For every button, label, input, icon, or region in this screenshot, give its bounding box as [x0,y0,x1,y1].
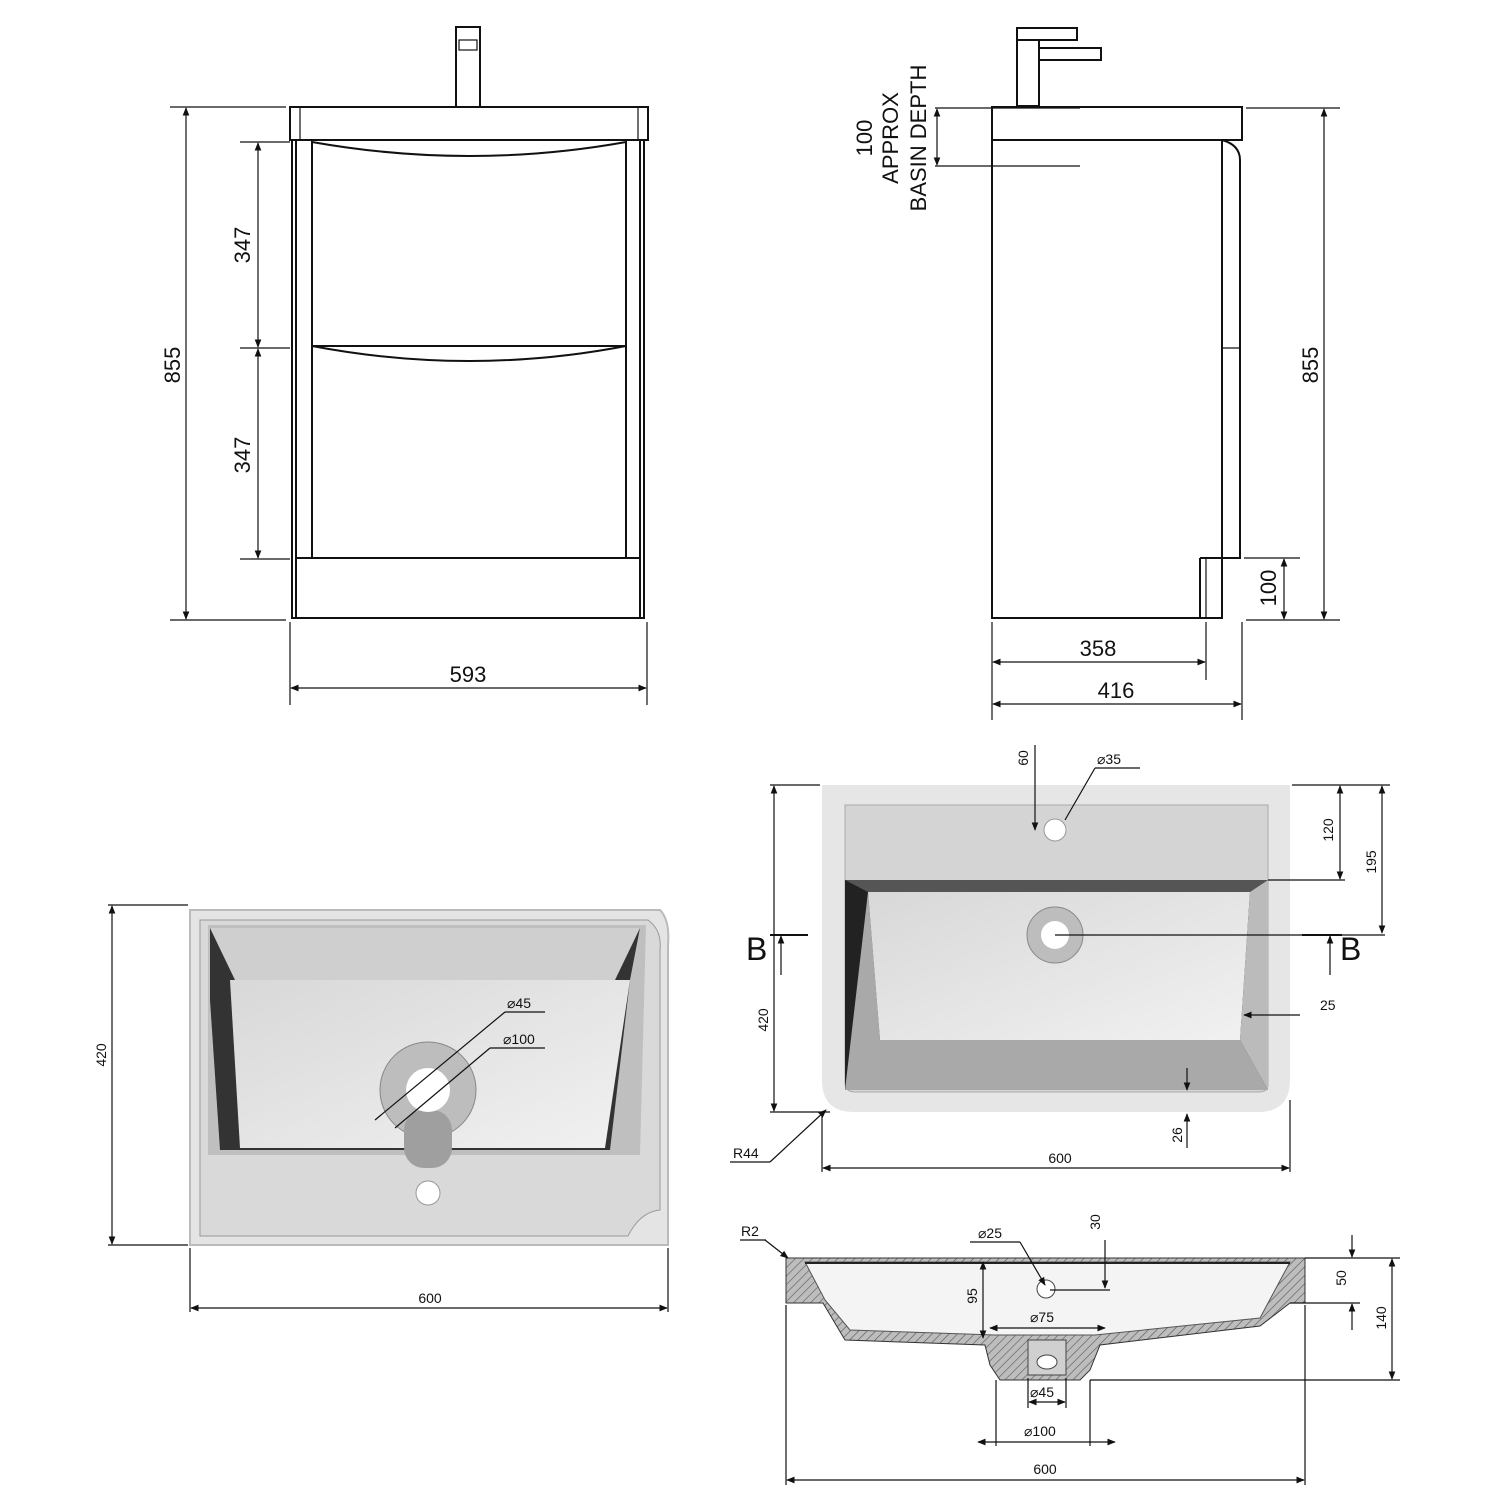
basin-top [289,106,649,141]
plan-front-rim: 26 [1169,1127,1185,1143]
section-bowl-depth: 95 [964,1288,980,1304]
section-overflow [1036,1279,1056,1299]
side-depth-inner-label: 358 [1080,636,1117,661]
side-plinth-label: 100 [1256,570,1281,607]
front-width-label: 593 [450,662,487,687]
basin-plan: 60 ⌀35 120 195 B B 25 420 26 R44 [730,745,1390,1172]
section-waste-bottom: ⌀45 [1030,1384,1054,1400]
front-view: 855 347 347 593 [160,26,649,705]
perspective-waste-small: ⌀45 [507,995,531,1011]
section-width: 600 [1033,1461,1057,1477]
basin-depth-value: 100 [852,120,877,157]
perspective-depth-label: 420 [93,1043,109,1067]
side-view: 100 APPROX BASIN DEPTH 855 100 358 416 [852,27,1340,720]
plan-radius: R44 [733,1145,759,1161]
plan-width: 600 [1048,1150,1072,1166]
drawer-lower [311,344,627,559]
waste-inner [406,1068,450,1112]
basin-depth-words: BASIN DEPTH [906,65,931,212]
plan-deck-to-waste: 195 [1363,850,1379,874]
basin-perspective: ⌀45 ⌀100 420 600 [93,904,670,1312]
side-depth-total-label: 416 [1098,678,1135,703]
perspective-width-label: 600 [418,1290,442,1306]
cabinet-body [291,139,645,619]
section-bowl [804,1261,1291,1336]
tap-side [1016,27,1102,107]
section-total-height: 140 [1373,1306,1389,1330]
front-drawer-lower-label: 347 [230,437,255,474]
front-height-label: 855 [160,347,185,384]
section-radius: R2 [741,1223,759,1239]
plan-tap-hole-dia: ⌀35 [1097,751,1121,767]
side-basin-top [991,106,1243,141]
section-overflow-offset: 30 [1087,1214,1103,1230]
section-marker-right: B [1340,931,1361,967]
section-rim-height: 50 [1333,1270,1349,1286]
perspective-waste-large: ⌀100 [503,1031,535,1047]
section-waste-outer: ⌀100 [1024,1423,1056,1439]
section-overflow-dia: ⌀25 [978,1225,1002,1241]
drawer-upper [311,140,627,347]
side-height-label: 855 [1298,347,1323,384]
plan-rim: 25 [1320,997,1336,1013]
section-marker-left: B [746,931,767,967]
side-cabinet [991,139,1223,619]
section-waste-top: ⌀75 [1030,1309,1054,1325]
basin-depth-approx: APPROX [878,92,903,184]
tap-hole [415,1180,441,1206]
plan-deck-to-bowl: 120 [1320,818,1336,842]
plan-tap-hole [1043,818,1067,842]
plan-tap-offset: 60 [1015,750,1031,766]
front-drawer-upper-label: 347 [230,227,255,264]
tap [455,26,481,108]
plan-depth: 420 [755,1008,771,1032]
basin-section: R2 ⌀25 30 95 ⌀75 ⌀45 ⌀100 50 140 [740,1214,1400,1485]
